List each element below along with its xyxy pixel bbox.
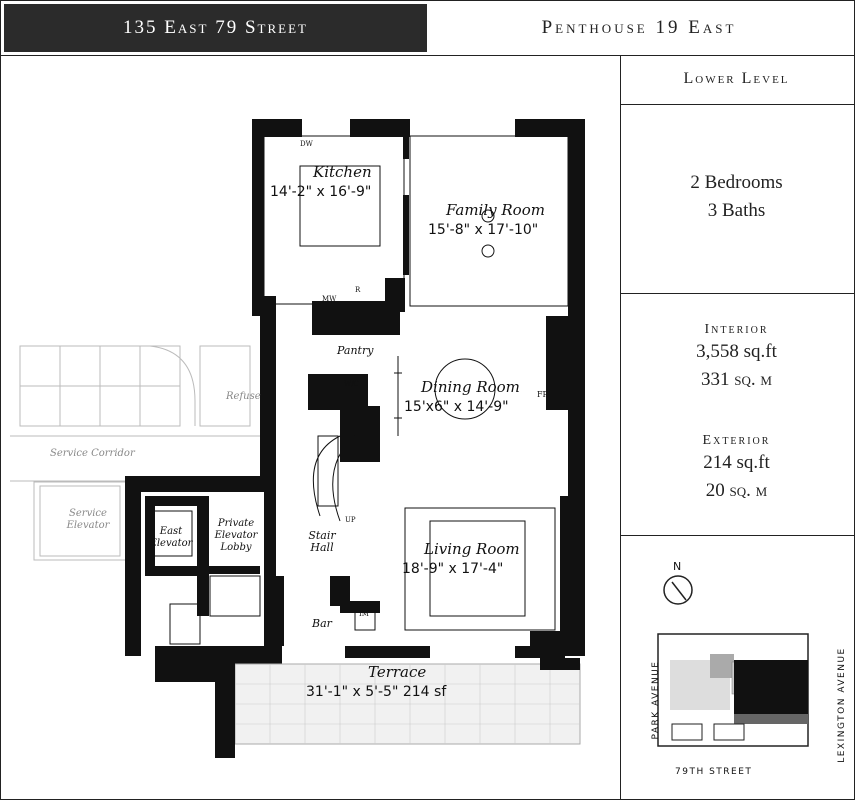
level-label: Lower Level — [683, 70, 790, 87]
up-label: UP — [345, 516, 356, 524]
sidebar-rule-1 — [620, 104, 855, 105]
sidebar-rule-3 — [620, 535, 855, 536]
r-label: R — [355, 286, 361, 294]
family-room-dim: 15'-8" x 17'-10" — [428, 222, 539, 238]
east-elevator-label: East Elevator — [149, 526, 193, 549]
bar-label: Bar — [312, 617, 332, 630]
im-label: IM — [359, 610, 369, 618]
location-map — [657, 633, 809, 747]
exterior-sqft: 214 sq.ft — [703, 452, 770, 473]
sidebar-rule-2 — [620, 293, 855, 294]
dw-label: DW — [300, 140, 313, 148]
terrace-dim: 31'-1" x 5'-5" 214 sf — [306, 684, 447, 700]
kitchen-name: Kitchen — [313, 163, 372, 181]
park-avenue-label: PARK AVENUE — [651, 660, 661, 740]
service-elevator-label: Service Elevator — [66, 508, 110, 531]
dining-room-dim: 15'x6" x 14'-9" — [404, 399, 509, 415]
terrace-name: Terrace — [368, 663, 427, 681]
wc-label: W/C — [344, 380, 359, 388]
interior-sqm: 331 sq. m — [701, 369, 772, 390]
compass-icon — [663, 575, 693, 605]
baths: 3 Baths — [707, 200, 766, 221]
compass-n: N — [673, 560, 683, 573]
mw-label: MW — [322, 295, 337, 303]
building-title: 135 East 79 Street — [4, 4, 427, 52]
sidebar-divider — [620, 55, 621, 800]
interior-block: Interior 3,558 sq.ft 331 sq. m — [620, 322, 853, 394]
living-room-name: Living Room — [424, 540, 520, 558]
unit-title: Penthouse 19 East — [541, 17, 737, 38]
floor-plan-drawing — [10, 119, 585, 758]
header-divider — [0, 55, 855, 56]
bed-bath: 2 Bedrooms 3 Baths — [620, 169, 853, 225]
dining-room-name: Dining Room — [421, 378, 520, 396]
stair-hall-label: Stair Hall — [308, 529, 336, 554]
79th-street-label: 79TH STREET — [675, 767, 753, 777]
refuse-label: Refuse — [226, 391, 261, 402]
floor-plan: Kitchen 14'-2" x 16'-9" Family Room 15'-… — [0, 56, 620, 798]
exterior-label: Exterior — [702, 433, 771, 448]
fireplace-label: FP — [537, 390, 548, 399]
family-room-name: Family Room — [446, 201, 545, 219]
bedrooms: 2 Bedrooms — [690, 172, 783, 193]
kitchen-dim: 14'-2" x 16'-9" — [270, 184, 372, 200]
pantry-label: Pantry — [337, 344, 374, 357]
lexington-avenue-label: LEXINGTON AVENUE — [837, 647, 847, 763]
private-elevator-lobby-label: Private Elevator Lobby — [214, 518, 258, 553]
exterior-block: Exterior 214 sq.ft 20 sq. m — [620, 433, 853, 505]
interior-label: Interior — [704, 322, 769, 337]
service-corridor-label: Service Corridor — [50, 448, 135, 459]
exterior-sqm: 20 sq. m — [705, 480, 768, 501]
living-room-dim: 18'-9" x 17'-4" — [402, 561, 504, 577]
interior-sqft: 3,558 sq.ft — [696, 341, 777, 362]
